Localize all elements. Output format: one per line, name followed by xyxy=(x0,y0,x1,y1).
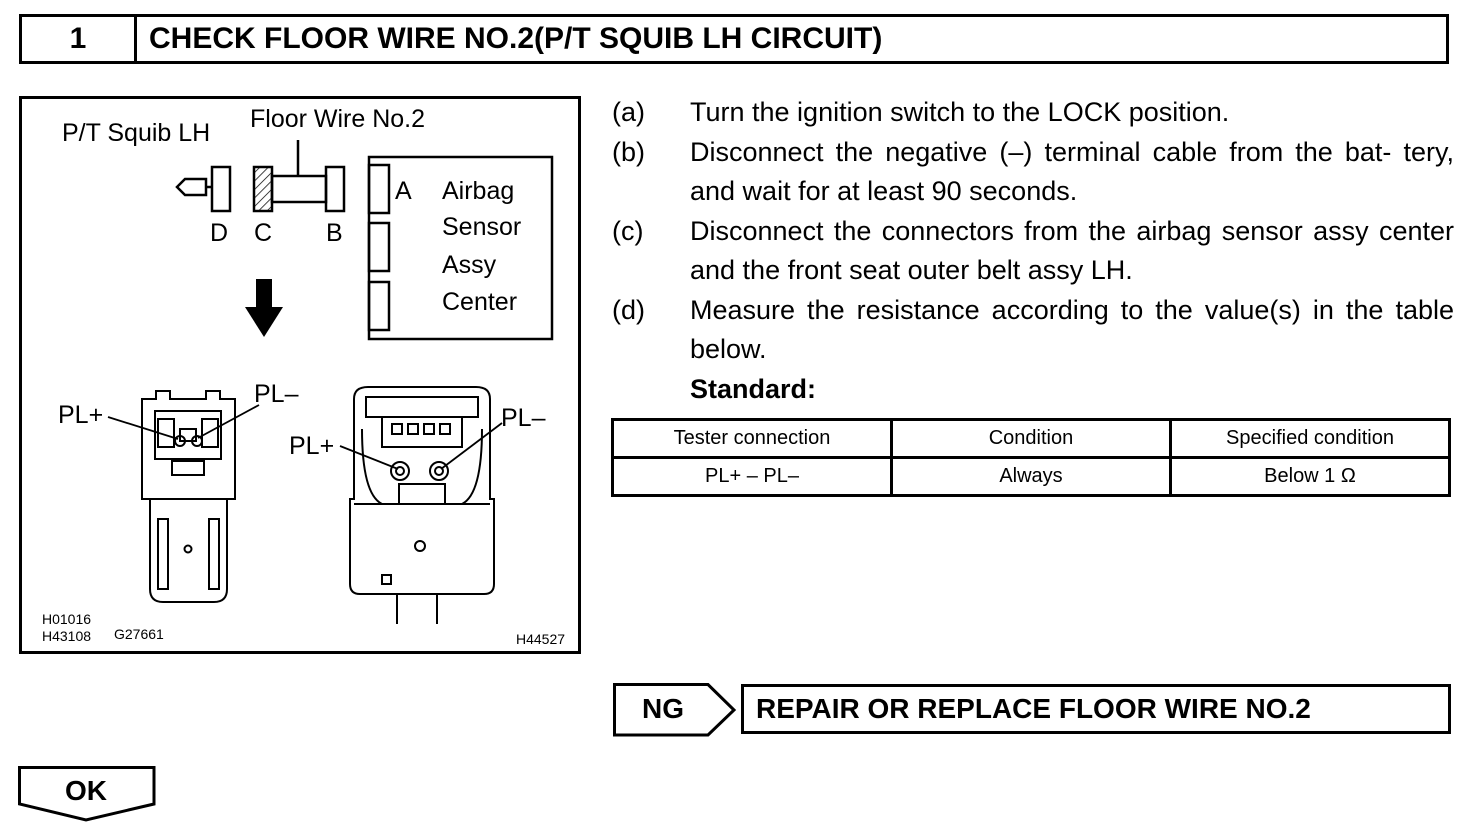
column-header: Condition xyxy=(890,418,1172,459)
ng-arrow-shape xyxy=(613,683,737,737)
table-cell: Below 1 Ω xyxy=(1169,456,1451,497)
step-text: Disconnect the negative (–) terminal cab… xyxy=(690,136,1454,207)
step-letter: (d) xyxy=(612,294,645,325)
ng-label: NG xyxy=(642,693,684,724)
right-connector-front-view xyxy=(349,386,495,624)
spec-table: Tester connection Condition Specified co… xyxy=(611,418,1451,497)
sensor-label-line3: Assy xyxy=(442,251,497,279)
step-item: (a) Turn the ignition switch to the LOCK… xyxy=(612,93,1454,133)
table-header-row: Tester connection Condition Specified co… xyxy=(611,418,1451,459)
terminal-d-label: D xyxy=(210,219,229,247)
airbag-sensor-box xyxy=(367,155,554,341)
step-text: Disconnect the connectors from the airba… xyxy=(690,215,1454,286)
ng-action-box: REPAIR OR REPLACE FLOOR WIRE NO.2 xyxy=(741,684,1451,734)
step-item: (b) Disconnect the negative (–) terminal… xyxy=(612,133,1454,212)
down-arrow-icon xyxy=(245,279,283,337)
step-item: (d) Measure the resistance according to … xyxy=(612,291,1454,370)
right-pl-plus-label: PL+ xyxy=(289,432,335,460)
table-cell: Always xyxy=(890,456,1172,497)
sensor-label-line1: Airbag xyxy=(442,177,515,205)
table-row: PL+ – PL– Always Below 1 Ω xyxy=(611,456,1451,497)
table-cell: PL+ – PL– xyxy=(611,456,893,497)
wiring-diagram: P/T Squib LH Floor Wire No.2 D C B A Air… xyxy=(19,96,581,654)
terminal-c-label: C xyxy=(254,219,273,247)
right-pl-minus-label: PL– xyxy=(501,404,546,432)
column-header: Tester connection xyxy=(611,418,893,459)
step-header: 1 CHECK FLOOR WIRE NO.2(P/T SQUIB LH CIR… xyxy=(19,14,1449,64)
step-number: 1 xyxy=(22,17,137,61)
sensor-label-line2: Sensor xyxy=(442,213,522,241)
ok-label: OK xyxy=(65,775,107,806)
figure-code-4: H44527 xyxy=(516,631,566,647)
ok-arrow-shape xyxy=(18,766,156,822)
terminal-b-label: B xyxy=(326,219,343,247)
step-text: Measure the resistance according to the … xyxy=(690,294,1454,365)
step-text: Turn the ignition switch to the LOCK pos… xyxy=(690,97,1230,127)
terminal-a-label: A xyxy=(395,177,412,205)
ng-result: NG xyxy=(613,683,737,742)
sensor-label-line4: Center xyxy=(442,288,518,316)
step-letter: (c) xyxy=(612,215,644,246)
pt-squib-label: P/T Squib LH xyxy=(62,119,211,147)
floor-wire-label: Floor Wire No.2 xyxy=(250,105,426,133)
step-letter: (b) xyxy=(612,136,645,167)
diagram-drawing xyxy=(107,140,554,624)
floor-wire-harness xyxy=(252,140,346,213)
figure-code-3: G27661 xyxy=(114,626,164,642)
step-letter: (a) xyxy=(612,97,645,127)
pin-leader-lines xyxy=(107,404,503,470)
left-connector-front-view xyxy=(141,390,236,603)
procedure-steps: (a) Turn the ignition switch to the LOCK… xyxy=(612,93,1454,409)
ok-result: OK xyxy=(18,766,156,827)
step-item: (c) Disconnect the connectors from the a… xyxy=(612,212,1454,291)
left-pl-plus-label: PL+ xyxy=(58,401,104,429)
pt-squib-connector xyxy=(175,165,232,213)
step-title: CHECK FLOOR WIRE NO.2(P/T SQUIB LH CIRCU… xyxy=(149,22,883,55)
column-header: Specified condition xyxy=(1169,418,1451,459)
standard-label: Standard: xyxy=(690,373,817,404)
figure-code-2: H43108 xyxy=(42,628,92,644)
figure-code-1: H01016 xyxy=(42,611,92,627)
left-pl-minus-label: PL– xyxy=(254,380,299,408)
